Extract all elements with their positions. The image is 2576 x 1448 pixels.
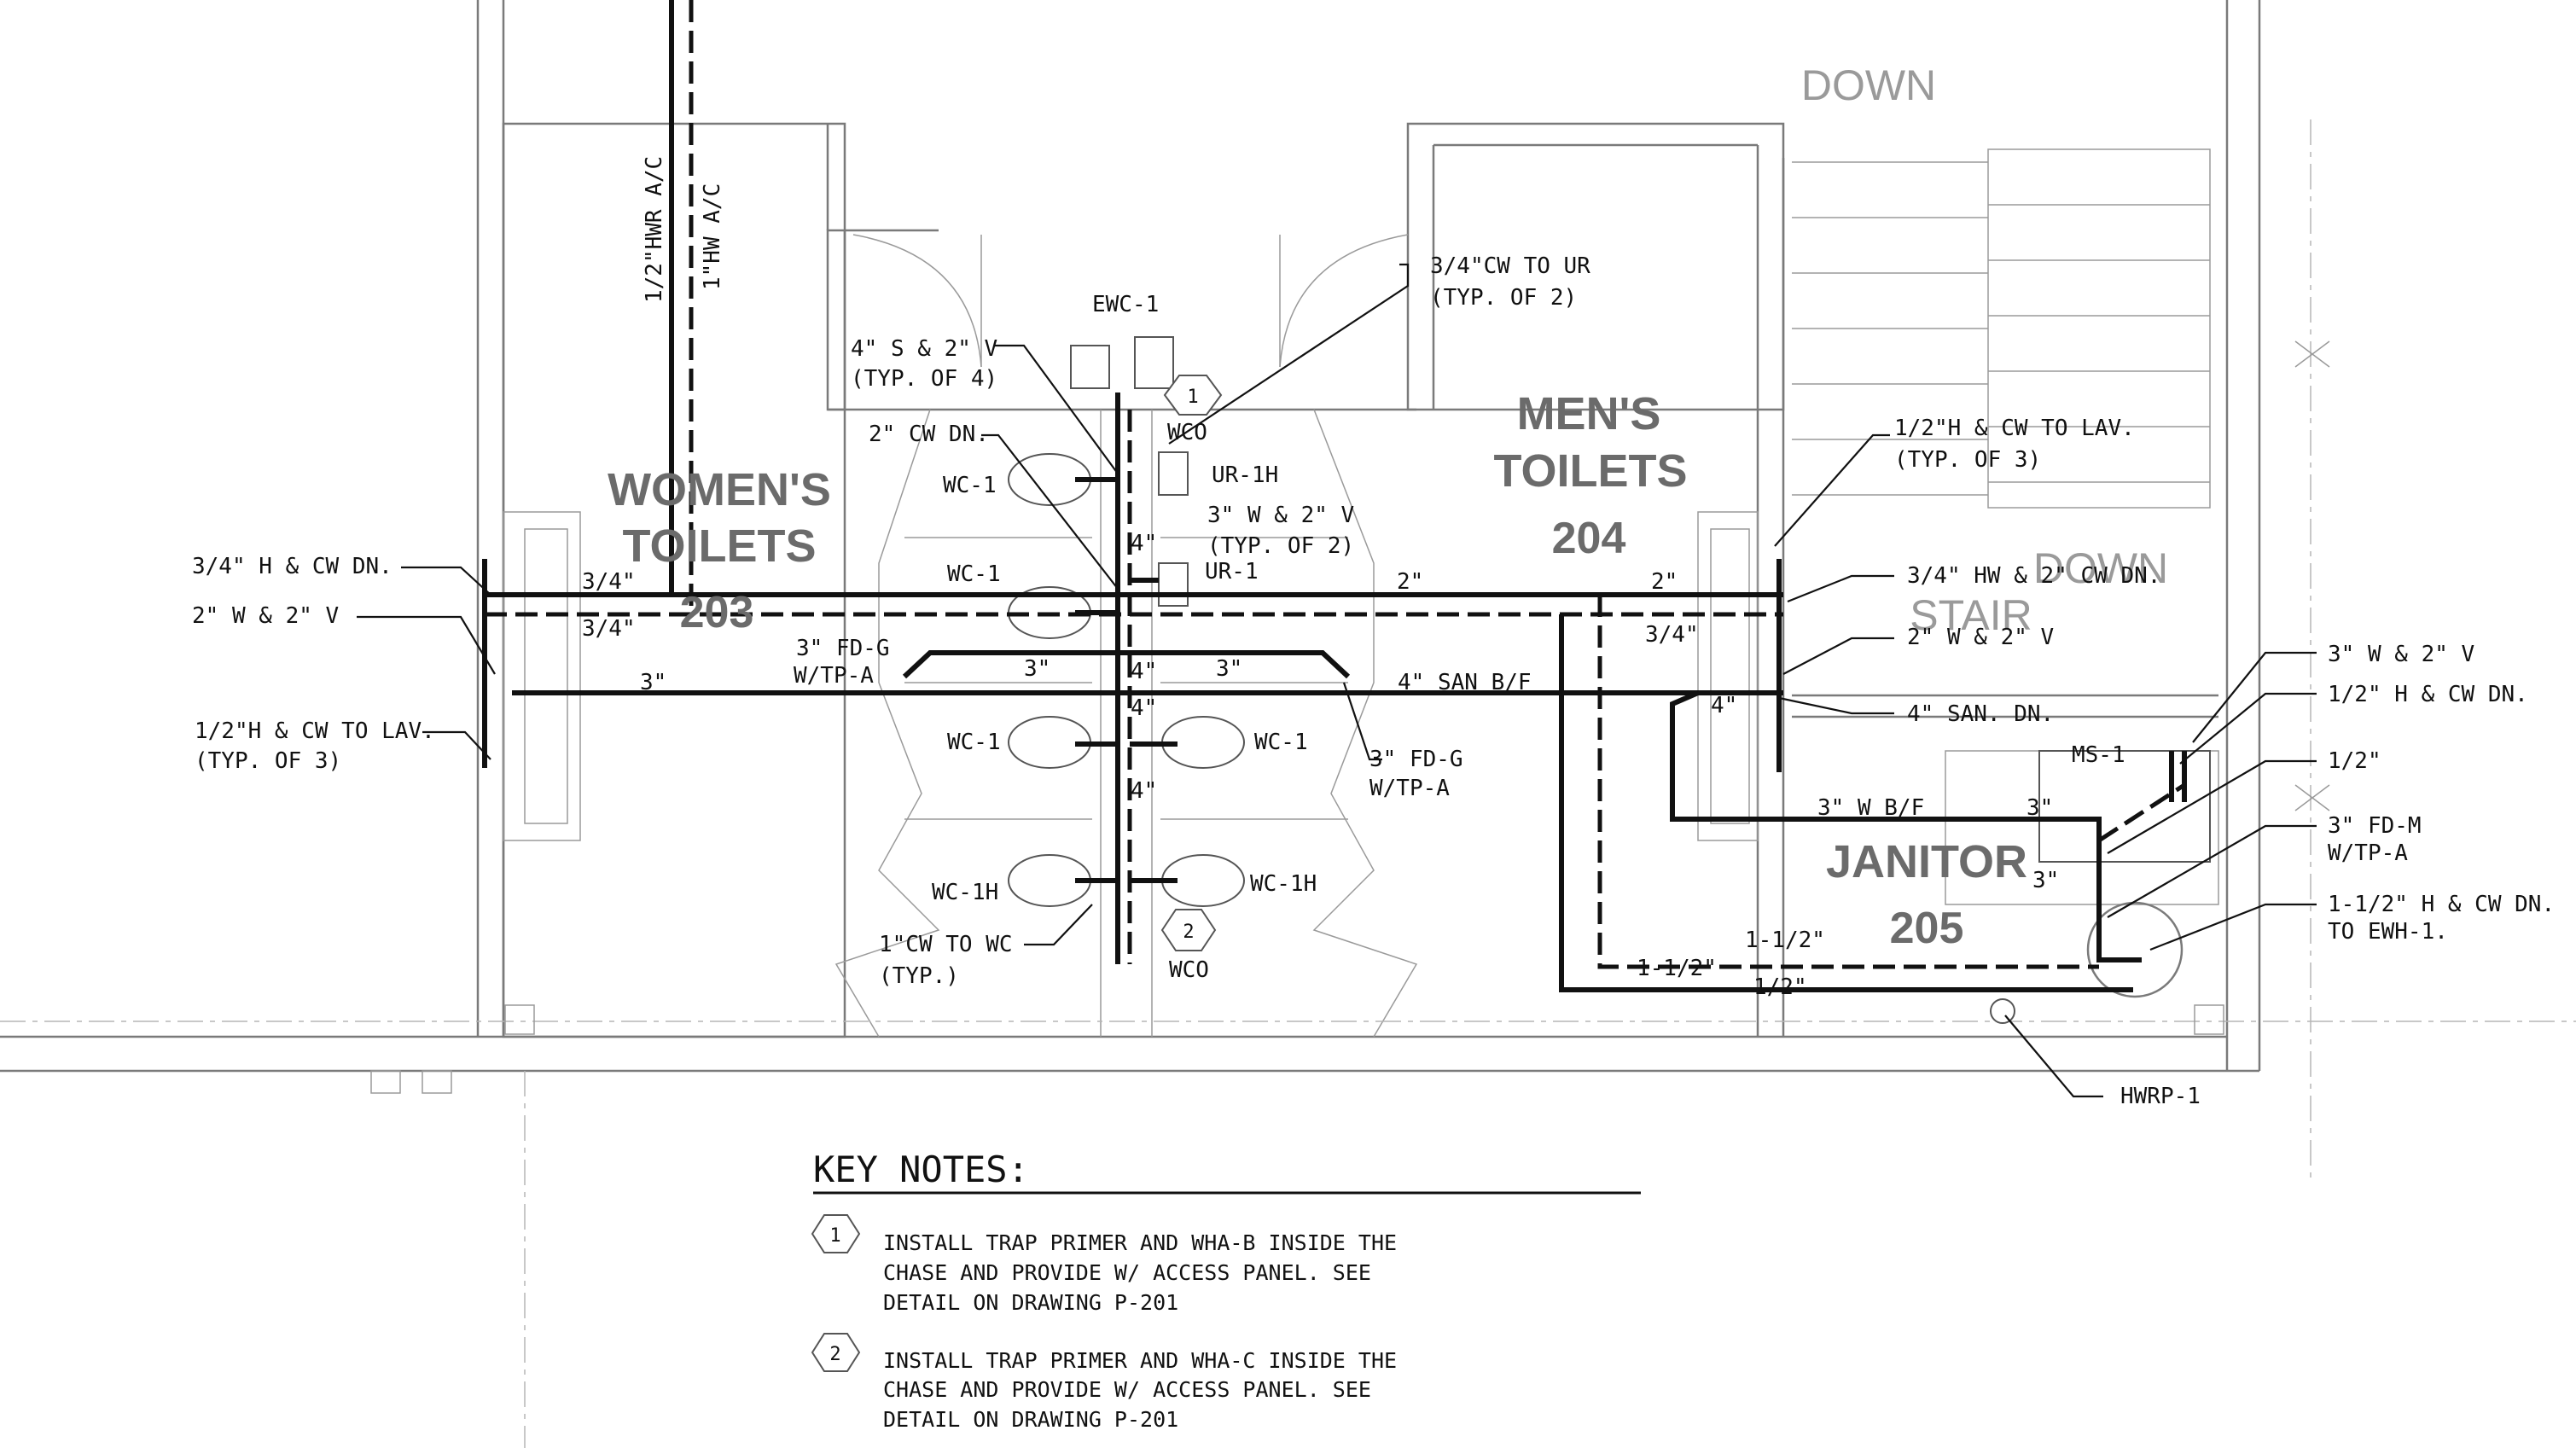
label-w-tp-a-right: W/TP-A: [1369, 776, 1450, 801]
key-note-1-line-2: CHASE AND PROVIDE W/ ACCESS PANEL. SEE: [883, 1260, 1371, 1285]
label-wc1h-b: WC-1H: [1250, 871, 1317, 897]
label-wc1-a: WC-1: [943, 473, 997, 498]
label-w-v-2: 2" W & 2" V: [192, 603, 339, 629]
size-label: 3": [1024, 656, 1050, 682]
label-san-dn-r: 4" SAN. DN.: [1907, 701, 2054, 727]
label-typ-3: (TYP. OF 3): [195, 748, 341, 774]
key-note-tag-1: 1: [829, 1225, 840, 1247]
label-wco-top: WCO: [1167, 420, 1207, 445]
label-typ-3-r: (TYP. OF 3): [1894, 447, 2041, 473]
size-label: 2": [1397, 569, 1423, 595]
label-typ-2: (TYP. OF 2): [1207, 533, 1354, 559]
label-wc1h-a: WC-1H: [932, 880, 998, 905]
key-note-1-line-1: INSTALL TRAP PRIMER AND WHA-B INSIDE THE: [883, 1230, 1397, 1255]
riser-label-hw: 1"HW A/C: [700, 183, 725, 290]
label-cw-to-wc: 1"CW TO WC: [879, 932, 1013, 957]
label-hwrp: HWRP-1: [2120, 1084, 2201, 1109]
size-label: 4": [1131, 695, 1157, 721]
key-notes-title: KEY NOTES:: [813, 1149, 1029, 1190]
label-wc1-d: WC-1: [1254, 730, 1308, 755]
label-h-cw-lav-r: 1/2"H & CW TO LAV.: [1894, 416, 2135, 441]
label-w-v-2-r: 2" W & 2" V: [1907, 625, 2054, 650]
tag-2: 2: [1160, 909, 1217, 951]
label-w-tp-a-left: W/TP-A: [794, 663, 874, 689]
stair-down-top: DOWN: [1801, 61, 1936, 109]
label-fd-g-right: 3" FD-G: [1369, 747, 1463, 772]
label-h-cw-dn-34: 3/4" H & CW DN.: [192, 554, 393, 579]
key-notes: KEY NOTES: 1 INSTALL TRAP PRIMER AND WHA…: [811, 1149, 1641, 1432]
label-typ-2b: (TYP. OF 2): [1430, 285, 1577, 311]
janitor-room-number: 205: [1890, 904, 1964, 953]
label-w-v-3: 3" W & 2" V: [1207, 503, 1354, 528]
label-w-bf: 3" W B/F: [1817, 795, 1924, 821]
label-ur-1: UR-1: [1205, 559, 1259, 584]
pipes: [482, 0, 2187, 1024]
size-label: 3/4": [582, 569, 636, 595]
label-typ-4: (TYP. OF 4): [851, 366, 997, 392]
label-cw-to-ur: 3/4"CW TO UR: [1430, 253, 1590, 279]
size-label: 4": [1131, 531, 1157, 556]
label-typ: (TYP.): [879, 963, 959, 989]
label-half: 1/2": [2328, 748, 2381, 774]
janitor-room-name: JANITOR: [1826, 836, 2027, 887]
label-h-cw-dn-112: 1-1/2" H & CW DN.: [2328, 892, 2555, 917]
stair-down-mid: DOWN: [2033, 544, 2168, 592]
size-label: 3": [2026, 795, 2053, 821]
key-note-2-line-2: CHASE AND PROVIDE W/ ACCESS PANEL. SEE: [883, 1377, 1371, 1402]
key-note-2-line-1: INSTALL TRAP PRIMER AND WHA-C INSIDE THE: [883, 1348, 1397, 1373]
size-label: 1-1/2": [1745, 928, 1825, 953]
size-label: 3/4": [1645, 622, 1699, 648]
label-ewc: EWC-1: [1092, 292, 1159, 317]
label-w-v-3-r: 3" W & 2" V: [2328, 642, 2474, 667]
label-ur-1h: UR-1H: [1212, 462, 1278, 488]
label-h-cw-dn-12: 1/2" H & CW DN.: [2328, 682, 2528, 707]
size-label: 2": [1651, 569, 1678, 595]
label-ms-1: MS-1: [2072, 742, 2125, 768]
women-room-name-1: WOMEN'S: [608, 464, 831, 515]
women-room-number: 203: [680, 588, 754, 637]
men-room-name-2: TOILETS: [1493, 445, 1687, 497]
label-s-v: 4" S & 2" V: [851, 336, 997, 362]
size-label: 3": [2032, 868, 2059, 893]
label-san-bf: 4" SAN B/F: [1398, 670, 1532, 695]
label-fd-g-left: 3" FD-G: [796, 636, 890, 661]
label-h-cw-lav: 1/2"H & CW TO LAV.: [195, 718, 435, 744]
women-room-name-2: TOILETS: [622, 520, 816, 572]
tag-1: 1: [1163, 375, 1223, 416]
size-label: 1/2": [1753, 974, 1807, 1000]
leaders: [357, 263, 2317, 1098]
size-label: 3": [1216, 656, 1242, 682]
key-note-2-line-3: DETAIL ON DRAWING P-201: [883, 1407, 1178, 1432]
label-cw-dn-2: 2" CW DN.: [869, 422, 989, 447]
men-room-name-1: MEN'S: [1517, 388, 1661, 439]
label-fd-m: 3" FD-M: [2328, 813, 2422, 839]
size-label: 4": [1131, 659, 1157, 684]
men-room-number: 204: [1552, 514, 1626, 563]
annotations: EWC-1 4" S & 2" V (TYP. OF 4) 2" CW DN. …: [192, 253, 2555, 1109]
size-label: 3": [640, 670, 666, 695]
label-wc1-b: WC-1: [947, 561, 1001, 587]
size-label: 3/4": [582, 616, 636, 642]
size-label: 1-1/2": [1637, 956, 1717, 981]
label-wc1-c: WC-1: [947, 730, 1001, 755]
key-note-tag-2: 2: [829, 1344, 840, 1365]
svg-text:2: 2: [1183, 922, 1194, 943]
riser-label-hwr: 1/2"HWR A/C: [642, 156, 667, 303]
key-note-1-line-3: DETAIL ON DRAWING P-201: [883, 1290, 1178, 1315]
label-w-tp-a-m: W/TP-A: [2328, 840, 2408, 866]
size-label: 4": [1711, 693, 1737, 718]
label-hw-cw-dn-r: 3/4" HW & 2" CW DN.: [1907, 563, 2160, 589]
size-label: 4": [1131, 778, 1157, 804]
svg-text:1: 1: [1187, 387, 1198, 408]
label-wco-bottom: WCO: [1169, 957, 1209, 983]
label-to-ewh: TO EWH-1.: [2328, 919, 2448, 945]
stair-label: STAIR: [1910, 591, 2032, 639]
